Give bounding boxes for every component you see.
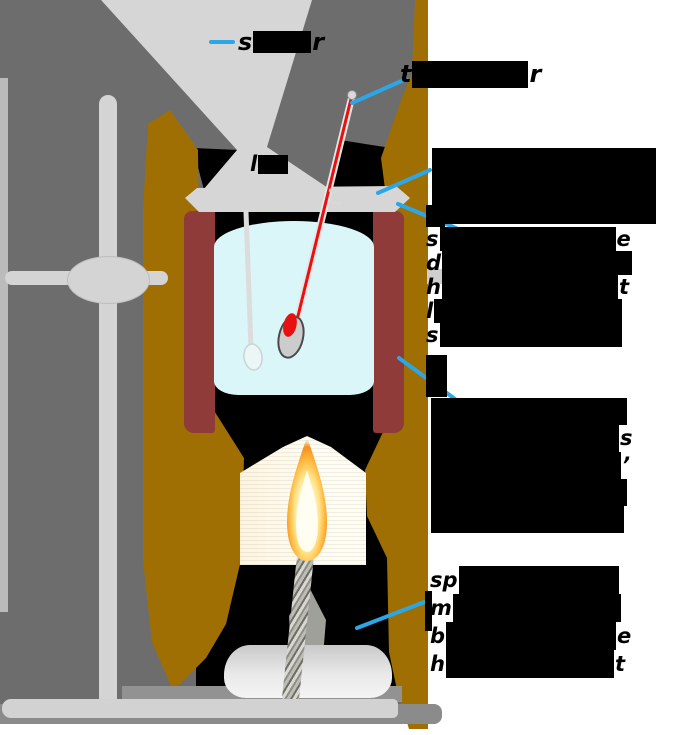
beaker-wall-left	[184, 211, 215, 433]
annotation-line: d	[426, 250, 633, 275]
cover-annotation	[432, 148, 656, 224]
annotation-line	[431, 506, 633, 533]
label-fragment: s	[620, 426, 633, 450]
lid-label: l	[250, 151, 289, 176]
redacted-text	[446, 622, 617, 650]
redacted-text	[425, 591, 432, 631]
label-fragment: d	[426, 250, 442, 275]
annotation-line	[431, 398, 633, 425]
spirit-lamp-body	[224, 645, 392, 698]
annotation-line: sp	[430, 566, 631, 594]
redacted-text	[258, 154, 289, 174]
redacted-text	[432, 148, 656, 186]
redacted-text	[439, 227, 616, 251]
label-fragment: r	[529, 60, 542, 88]
redacted-text	[412, 60, 529, 88]
solution-liquid	[214, 221, 374, 395]
redaction-fragment	[426, 355, 447, 397]
clamp-knob	[67, 256, 150, 304]
redacted-text	[442, 251, 633, 275]
redacted-text	[431, 452, 621, 479]
redaction-fragment	[426, 205, 445, 227]
redacted-text	[432, 186, 656, 224]
redacted-text	[253, 31, 312, 53]
redacted-text	[458, 566, 619, 594]
redacted-text	[445, 650, 614, 678]
label-fragment: l	[426, 298, 434, 323]
redacted-text	[434, 299, 623, 323]
redacted-text	[431, 425, 619, 452]
annotation-line	[431, 479, 633, 506]
label-fragment: e	[617, 623, 632, 648]
annotation-line	[432, 186, 656, 224]
redacted-text	[431, 479, 627, 506]
label-fragment: ’	[622, 453, 630, 477]
annotation-line: s	[426, 323, 632, 347]
label-fragment: t	[400, 60, 412, 88]
redacted-text	[426, 205, 445, 227]
beaker-wall-right	[373, 211, 404, 433]
annotation-line	[425, 591, 432, 631]
redacted-text	[439, 323, 622, 347]
label-fragment: b	[430, 623, 446, 648]
redacted-text	[441, 275, 618, 299]
label-fragment: t	[618, 274, 629, 299]
annotation-line: ’	[431, 452, 633, 479]
photo-edge-strip	[0, 78, 8, 612]
redacted-text	[426, 355, 447, 397]
label-fragment: h	[426, 274, 441, 299]
label-fragment: t	[614, 651, 625, 676]
label-fragment: e	[616, 226, 631, 251]
annotation-line: m	[430, 594, 631, 622]
annotation-line	[432, 148, 656, 186]
label-fragment: r	[312, 28, 325, 56]
label-fragment: sp	[430, 567, 458, 592]
redacted-text	[431, 398, 627, 425]
redacted-text	[431, 506, 624, 533]
annotation-line	[426, 205, 445, 227]
bath-annotation: s ’	[431, 398, 633, 533]
clamp-rod-end	[427, 269, 442, 284]
redaction-fragment	[425, 591, 432, 631]
annotation-line	[426, 355, 447, 397]
annotation-line: s	[431, 425, 633, 452]
label-fragment: h	[430, 651, 445, 676]
label-fragment: s	[426, 322, 439, 347]
annotation-line: l	[426, 299, 632, 323]
stand-rod	[99, 95, 117, 707]
label-fragment: l	[250, 151, 258, 176]
redacted-text	[452, 594, 621, 622]
annotation-line: l	[250, 151, 289, 176]
stand-base	[2, 699, 398, 718]
label-fragment: s	[426, 226, 439, 251]
label-fragment: m	[430, 595, 452, 620]
label-fragment: s	[238, 28, 253, 56]
